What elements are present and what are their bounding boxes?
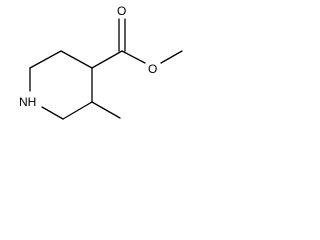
methyl-bond: [91, 101, 121, 119]
piperidine-ring: [29, 50, 93, 120]
bond-c3-c2: [62, 101, 93, 120]
bond-c5-c4: [60, 50, 93, 69]
carbonyl-oxygen-label: O: [117, 4, 126, 18]
chemical-structure: NH O O: [19, 4, 183, 120]
bond-carbonyl-carbon-ester-oxygen: [121, 50, 146, 64]
bond-c2-n1: [41, 106, 64, 120]
bond-c4-carbonyl-carbon: [91, 50, 123, 69]
nitrogen-label: NH: [19, 95, 36, 109]
methyl-ester-group: [91, 18, 183, 69]
ester-oxygen-label: O: [148, 62, 157, 76]
bond-c6-c5: [29, 50, 62, 69]
bond-ester-oxygen-methyl: [160, 50, 183, 64]
